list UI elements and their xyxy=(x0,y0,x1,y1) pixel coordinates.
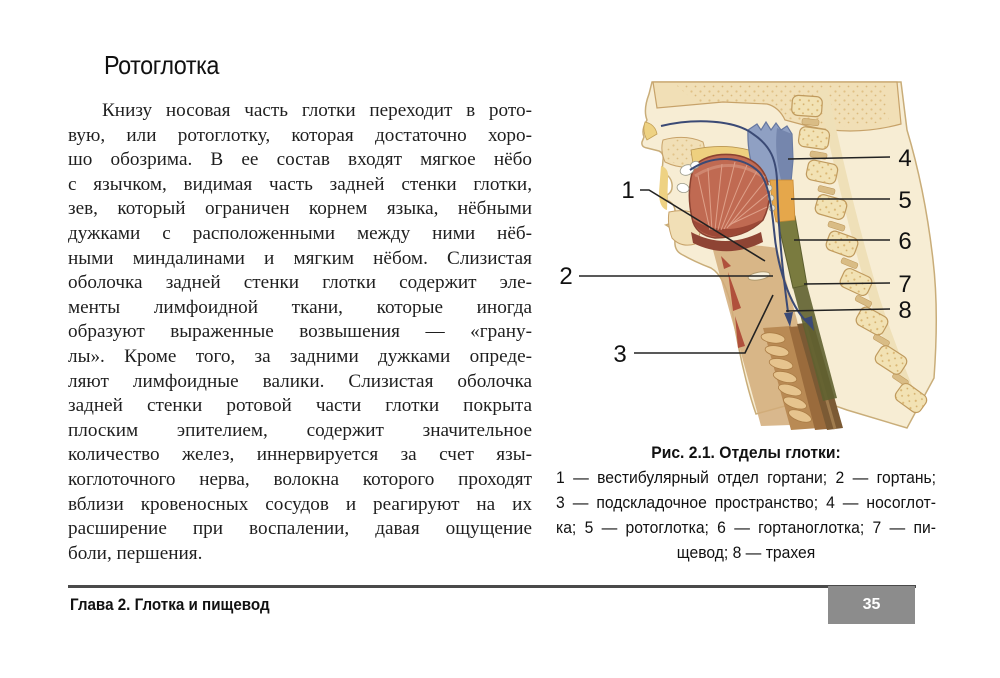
neck-muscles xyxy=(721,256,745,348)
nasal-passage-line xyxy=(660,120,789,313)
caption-line: щевод; 8 — трахея xyxy=(676,544,816,562)
figure-label-4: 4 xyxy=(898,145,911,172)
leader-4 xyxy=(787,156,891,160)
figure-label-2: 2 xyxy=(559,263,572,290)
trachea xyxy=(760,326,827,430)
leader-3 xyxy=(634,294,774,354)
body-line: расширение при воспалении, давая ощущени… xyxy=(68,518,532,540)
caption-title: Рис. 2.1. Отделы глотки: xyxy=(651,444,841,462)
figure-label-6: 6 xyxy=(898,228,911,255)
page-number-badge: 35 xyxy=(828,586,915,624)
leader-7 xyxy=(803,282,891,285)
page-title: Ротоглотка xyxy=(104,50,232,81)
body-line: дужками с расположенными между ними нёб- xyxy=(68,222,532,244)
body-line: плоским эпителием, содержит значительное xyxy=(68,419,532,441)
body-line: количество желез, иннервируется за счет … xyxy=(68,444,532,466)
page-title-text: Ротоглотка xyxy=(104,50,219,80)
body-line: оболочка задней стенки глотки содержит э… xyxy=(68,272,532,294)
caption-lines: 1 — вестибулярный отдел гортани; 2 — гор… xyxy=(556,466,936,566)
nose-cartilage xyxy=(643,121,658,141)
figure-caption: Рис. 2.1. Отделы глотки: 1 — вестибулярн… xyxy=(556,441,936,566)
mouth-floor xyxy=(691,232,763,252)
body-line: лы». Кроме того, за задними дужками опре… xyxy=(68,345,532,367)
page-number: 35 xyxy=(862,596,881,613)
laryngopharynx-lower xyxy=(793,285,837,401)
body-line: ляют лимфоидные валики. Слизистая оболоч… xyxy=(68,370,532,392)
figure-label-8: 8 xyxy=(898,297,911,324)
chapter-title-text: Глава 2. Глотка и пищевод xyxy=(70,596,270,614)
figure-label-7: 7 xyxy=(898,271,911,298)
body-line: с язычком, видимая часть задней стенки г… xyxy=(68,173,532,195)
caption-line: 1 — вестибулярный отдел гортани; 2 — гор… xyxy=(556,469,936,487)
body-line: образуют выраженные возвышения — «грану- xyxy=(68,321,532,343)
nasopharynx-shade xyxy=(776,128,793,182)
body-line: вую, или ротоглотку, которая достаточно … xyxy=(68,124,532,146)
leader-1 xyxy=(640,189,766,262)
figure-label-1: 1 xyxy=(621,177,634,204)
body-line: коглоточного нерва, волокна которого про… xyxy=(68,468,532,490)
caption-line: ка; 5 — ротоглотка; 6 — гортаноглотка; 7… xyxy=(556,519,936,537)
body-line: боли, першения. xyxy=(68,542,203,564)
body-line: Книзу носовая часть глотки переходит в р… xyxy=(102,100,532,121)
anatomy-illustration: 1 2 3 4 5 6 7 8 xyxy=(559,81,938,430)
arrowhead-trachea xyxy=(784,312,793,327)
body-text: Книзу носовая часть глотки переходит в р… xyxy=(68,99,532,566)
body-line: задней стенки ротовой части глотки покры… xyxy=(68,395,532,417)
tongue xyxy=(688,153,770,239)
body-line: вблизи кровеносных сосудов и реагируют н… xyxy=(68,493,532,515)
body-line: ными миндалинами и мягким нёбом. Слизист… xyxy=(68,247,532,269)
body-line: зев, который ограничен корнем языка, нёб… xyxy=(68,198,532,220)
chapter-title: Глава 2. Глотка и пищевод xyxy=(70,596,287,615)
arrowhead-esophagus xyxy=(803,316,814,331)
oral-passage-line xyxy=(689,157,808,323)
caption-line: 3 — подскладочное пространство; 4 — носо… xyxy=(556,494,936,512)
figure-label-3: 3 xyxy=(613,341,626,368)
figure: 1 2 3 4 5 6 7 8 xyxy=(545,80,945,450)
vertebral-column xyxy=(791,89,928,414)
leader-8 xyxy=(785,308,891,312)
figure-label-5: 5 xyxy=(898,187,911,214)
body-line: менты лимфоидной ткани, которые иногда xyxy=(68,296,532,318)
passage-lines xyxy=(660,120,808,323)
body-line: шо обозрима. В ее состав входят мягкое н… xyxy=(68,149,532,171)
skull-bone-speckle xyxy=(675,84,889,127)
lip-cartilage xyxy=(659,166,669,210)
leader-lines xyxy=(579,156,891,354)
footer-rule xyxy=(68,585,916,588)
